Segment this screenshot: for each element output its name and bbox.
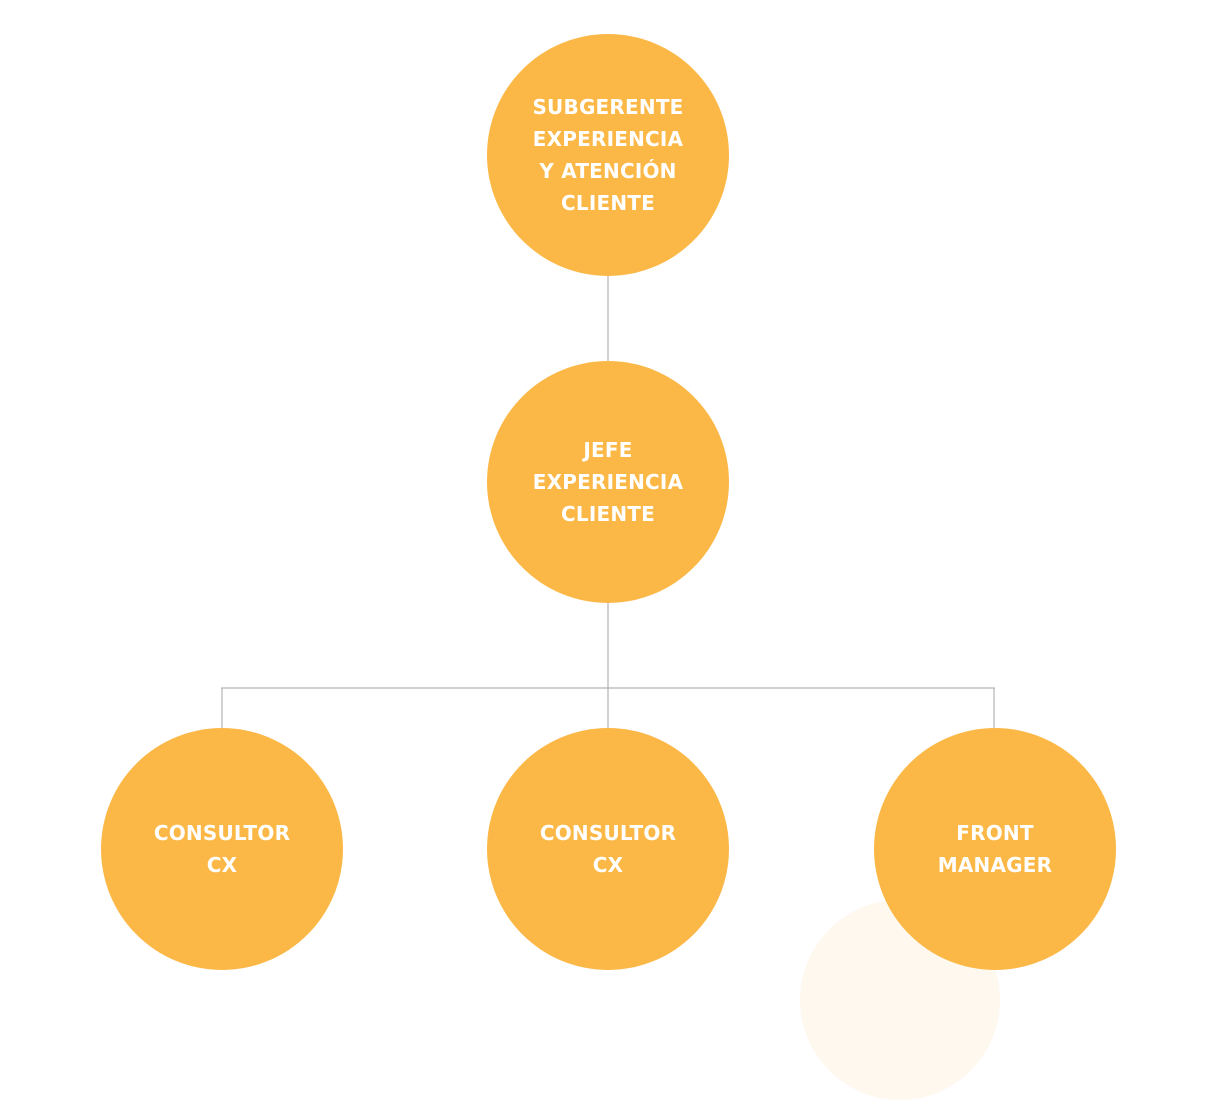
- node-jefe: JEFE EXPERIENCIA CLIENTE: [487, 361, 729, 603]
- node-front-manager: FRONT MANAGER: [874, 728, 1116, 970]
- node-subgerente-label: SUBGERENTE EXPERIENCIA Y ATENCIÓN CLIENT…: [532, 95, 684, 215]
- node-consultor-left: CONSULTOR CX: [101, 728, 343, 970]
- connector-lines: [221, 276, 995, 728]
- node-consultor-left-label: CONSULTOR CX: [153, 821, 291, 877]
- node-jefe-label: JEFE EXPERIENCIA CLIENTE: [532, 438, 684, 526]
- node-consultor-center-label: CONSULTOR CX: [539, 821, 677, 877]
- org-chart: SUBGERENTE EXPERIENCIA Y ATENCIÓN CLIENT…: [101, 34, 1116, 1100]
- node-consultor-center: CONSULTOR CX: [487, 728, 729, 970]
- node-front-manager-label: FRONT MANAGER: [937, 821, 1053, 877]
- node-subgerente: SUBGERENTE EXPERIENCIA Y ATENCIÓN CLIENT…: [487, 34, 729, 276]
